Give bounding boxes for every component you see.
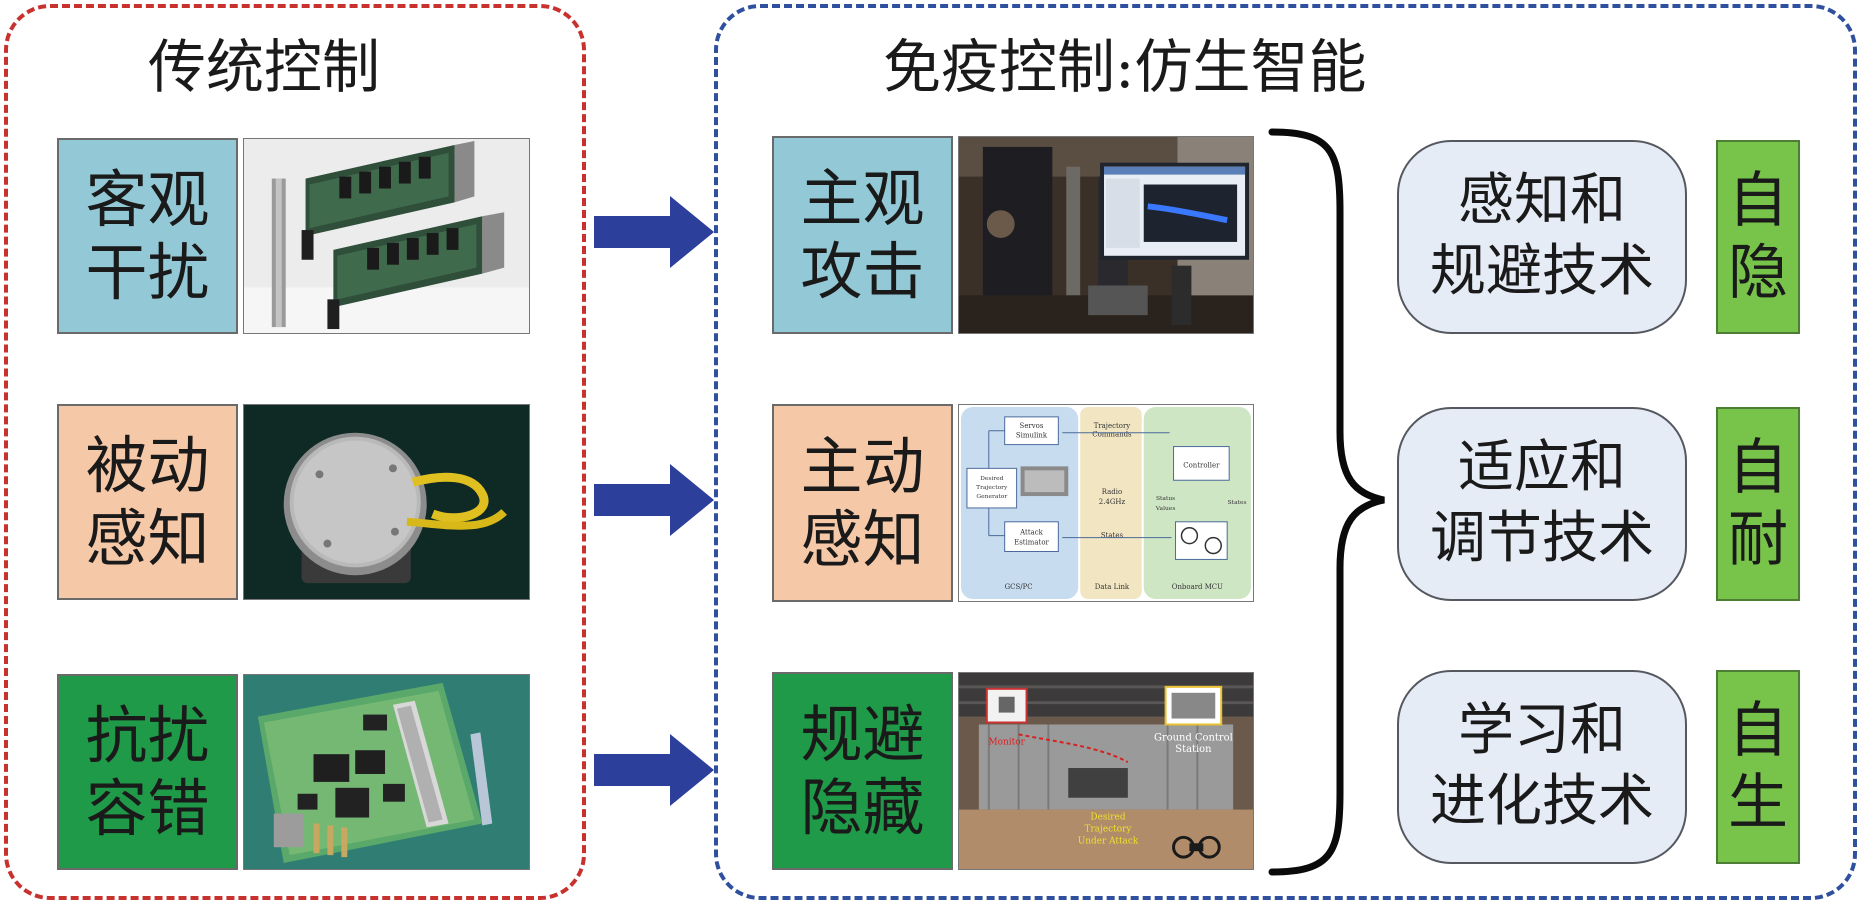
- traditional-control-panel: [4, 4, 586, 900]
- label-line: 规避: [800, 697, 925, 771]
- states-text: States: [1101, 532, 1124, 540]
- datalink-text: Data Link: [1095, 583, 1130, 591]
- adapt-regulate-tech-box: 适应和 调节技术: [1397, 407, 1687, 601]
- status-text: Status: [1156, 495, 1175, 502]
- passive-sensing-label: 被动 感知: [57, 404, 238, 600]
- monitor-text: Monitor: [989, 737, 1026, 747]
- controller-text: Controller: [1183, 461, 1220, 469]
- pcb-board-photo: [243, 674, 530, 870]
- trajectory-text: Trajectory: [1085, 824, 1132, 834]
- self-endure-box: 自 耐: [1716, 407, 1800, 601]
- label-line: 隐藏: [800, 771, 925, 844]
- label-line: 感知: [85, 502, 210, 575]
- desired-text: Desired: [980, 475, 1004, 482]
- label-line: 容错: [85, 772, 210, 845]
- desired-text: Desired: [1090, 813, 1125, 823]
- system-block-diagram: Servos Simulink Trajectory Commands Cont…: [958, 404, 1254, 602]
- under-attack-text: Under Attack: [1078, 836, 1139, 846]
- evade-hide-label: 规避 隐藏: [772, 672, 953, 870]
- states-right-text: States: [1228, 499, 1247, 506]
- ghz-text: 2.4GHz: [1099, 498, 1126, 506]
- ground-control-text: Ground Control: [1154, 732, 1233, 743]
- tech-line: 调节技术: [1430, 506, 1654, 571]
- auto-char: 隐: [1728, 238, 1788, 308]
- label-line: 主动: [800, 429, 925, 503]
- radio-text: Radio: [1102, 488, 1122, 496]
- attack-text: Attack: [1019, 529, 1044, 537]
- curly-brace: [1268, 128, 1385, 876]
- label-line: 感知: [800, 503, 925, 576]
- arrow-right-icon: [594, 464, 714, 536]
- label-line: 抗扰: [85, 698, 210, 772]
- tech-line: 规避技术: [1430, 239, 1654, 304]
- objective-disturbance-label: 客观 干扰: [57, 138, 238, 334]
- traditional-control-title: 传统控制: [148, 33, 381, 101]
- self-regenerate-box: 自 生: [1716, 670, 1800, 864]
- sense-evade-tech-box: 感知和 规避技术: [1397, 140, 1687, 334]
- trajectory-text: Trajectory: [1094, 422, 1131, 430]
- auto-char: 自: [1728, 433, 1788, 503]
- immune-control-panel: [714, 4, 1857, 900]
- sensor-device-photo: [243, 404, 530, 600]
- commands-text: Commands: [1092, 431, 1132, 439]
- circuit-boards-photo: [243, 138, 530, 334]
- label-line: 主观: [800, 161, 925, 235]
- tech-line: 适应和: [1458, 435, 1626, 501]
- estimator-text: Estimator: [1014, 539, 1049, 547]
- auto-char: 自: [1728, 696, 1788, 766]
- onboard-text: Onboard MCU: [1172, 583, 1223, 591]
- label-line: 客观: [85, 162, 210, 236]
- generator-text: Generator: [976, 493, 1007, 500]
- values-text: Values: [1155, 505, 1176, 512]
- arrow-right-icon: [594, 196, 714, 268]
- arrow-right-icon: [594, 734, 714, 806]
- desired-traj-text: Trajectory: [976, 484, 1008, 491]
- servo-text: Servos: [1020, 422, 1044, 430]
- label-line: 干扰: [85, 236, 210, 309]
- tech-line: 进化技术: [1430, 769, 1654, 834]
- gcs-text: GCS/PC: [1005, 583, 1033, 591]
- auto-char: 耐: [1728, 505, 1788, 575]
- station-text: Station: [1175, 744, 1212, 755]
- tech-line: 学习和: [1458, 698, 1626, 764]
- label-line: 被动: [85, 428, 210, 502]
- immune-control-title: 免疫控制:仿生智能: [883, 33, 1367, 101]
- self-hide-box: 自 隐: [1716, 140, 1800, 334]
- learn-evolve-tech-box: 学习和 进化技术: [1397, 670, 1687, 864]
- simulink-text: Simulink: [1016, 432, 1048, 440]
- subjective-attack-label: 主观 攻击: [772, 136, 953, 334]
- label-line: 攻击: [800, 235, 925, 308]
- drone-lab-photo: Monitor Ground Control Station Desired T…: [958, 672, 1254, 870]
- auto-char: 自: [1728, 166, 1788, 236]
- auto-char: 生: [1728, 768, 1788, 838]
- active-sensing-label: 主动 感知: [772, 404, 953, 602]
- fault-tolerance-label: 抗扰 容错: [57, 674, 238, 870]
- lab-computer-photo: [958, 136, 1254, 334]
- tech-line: 感知和: [1458, 168, 1626, 234]
